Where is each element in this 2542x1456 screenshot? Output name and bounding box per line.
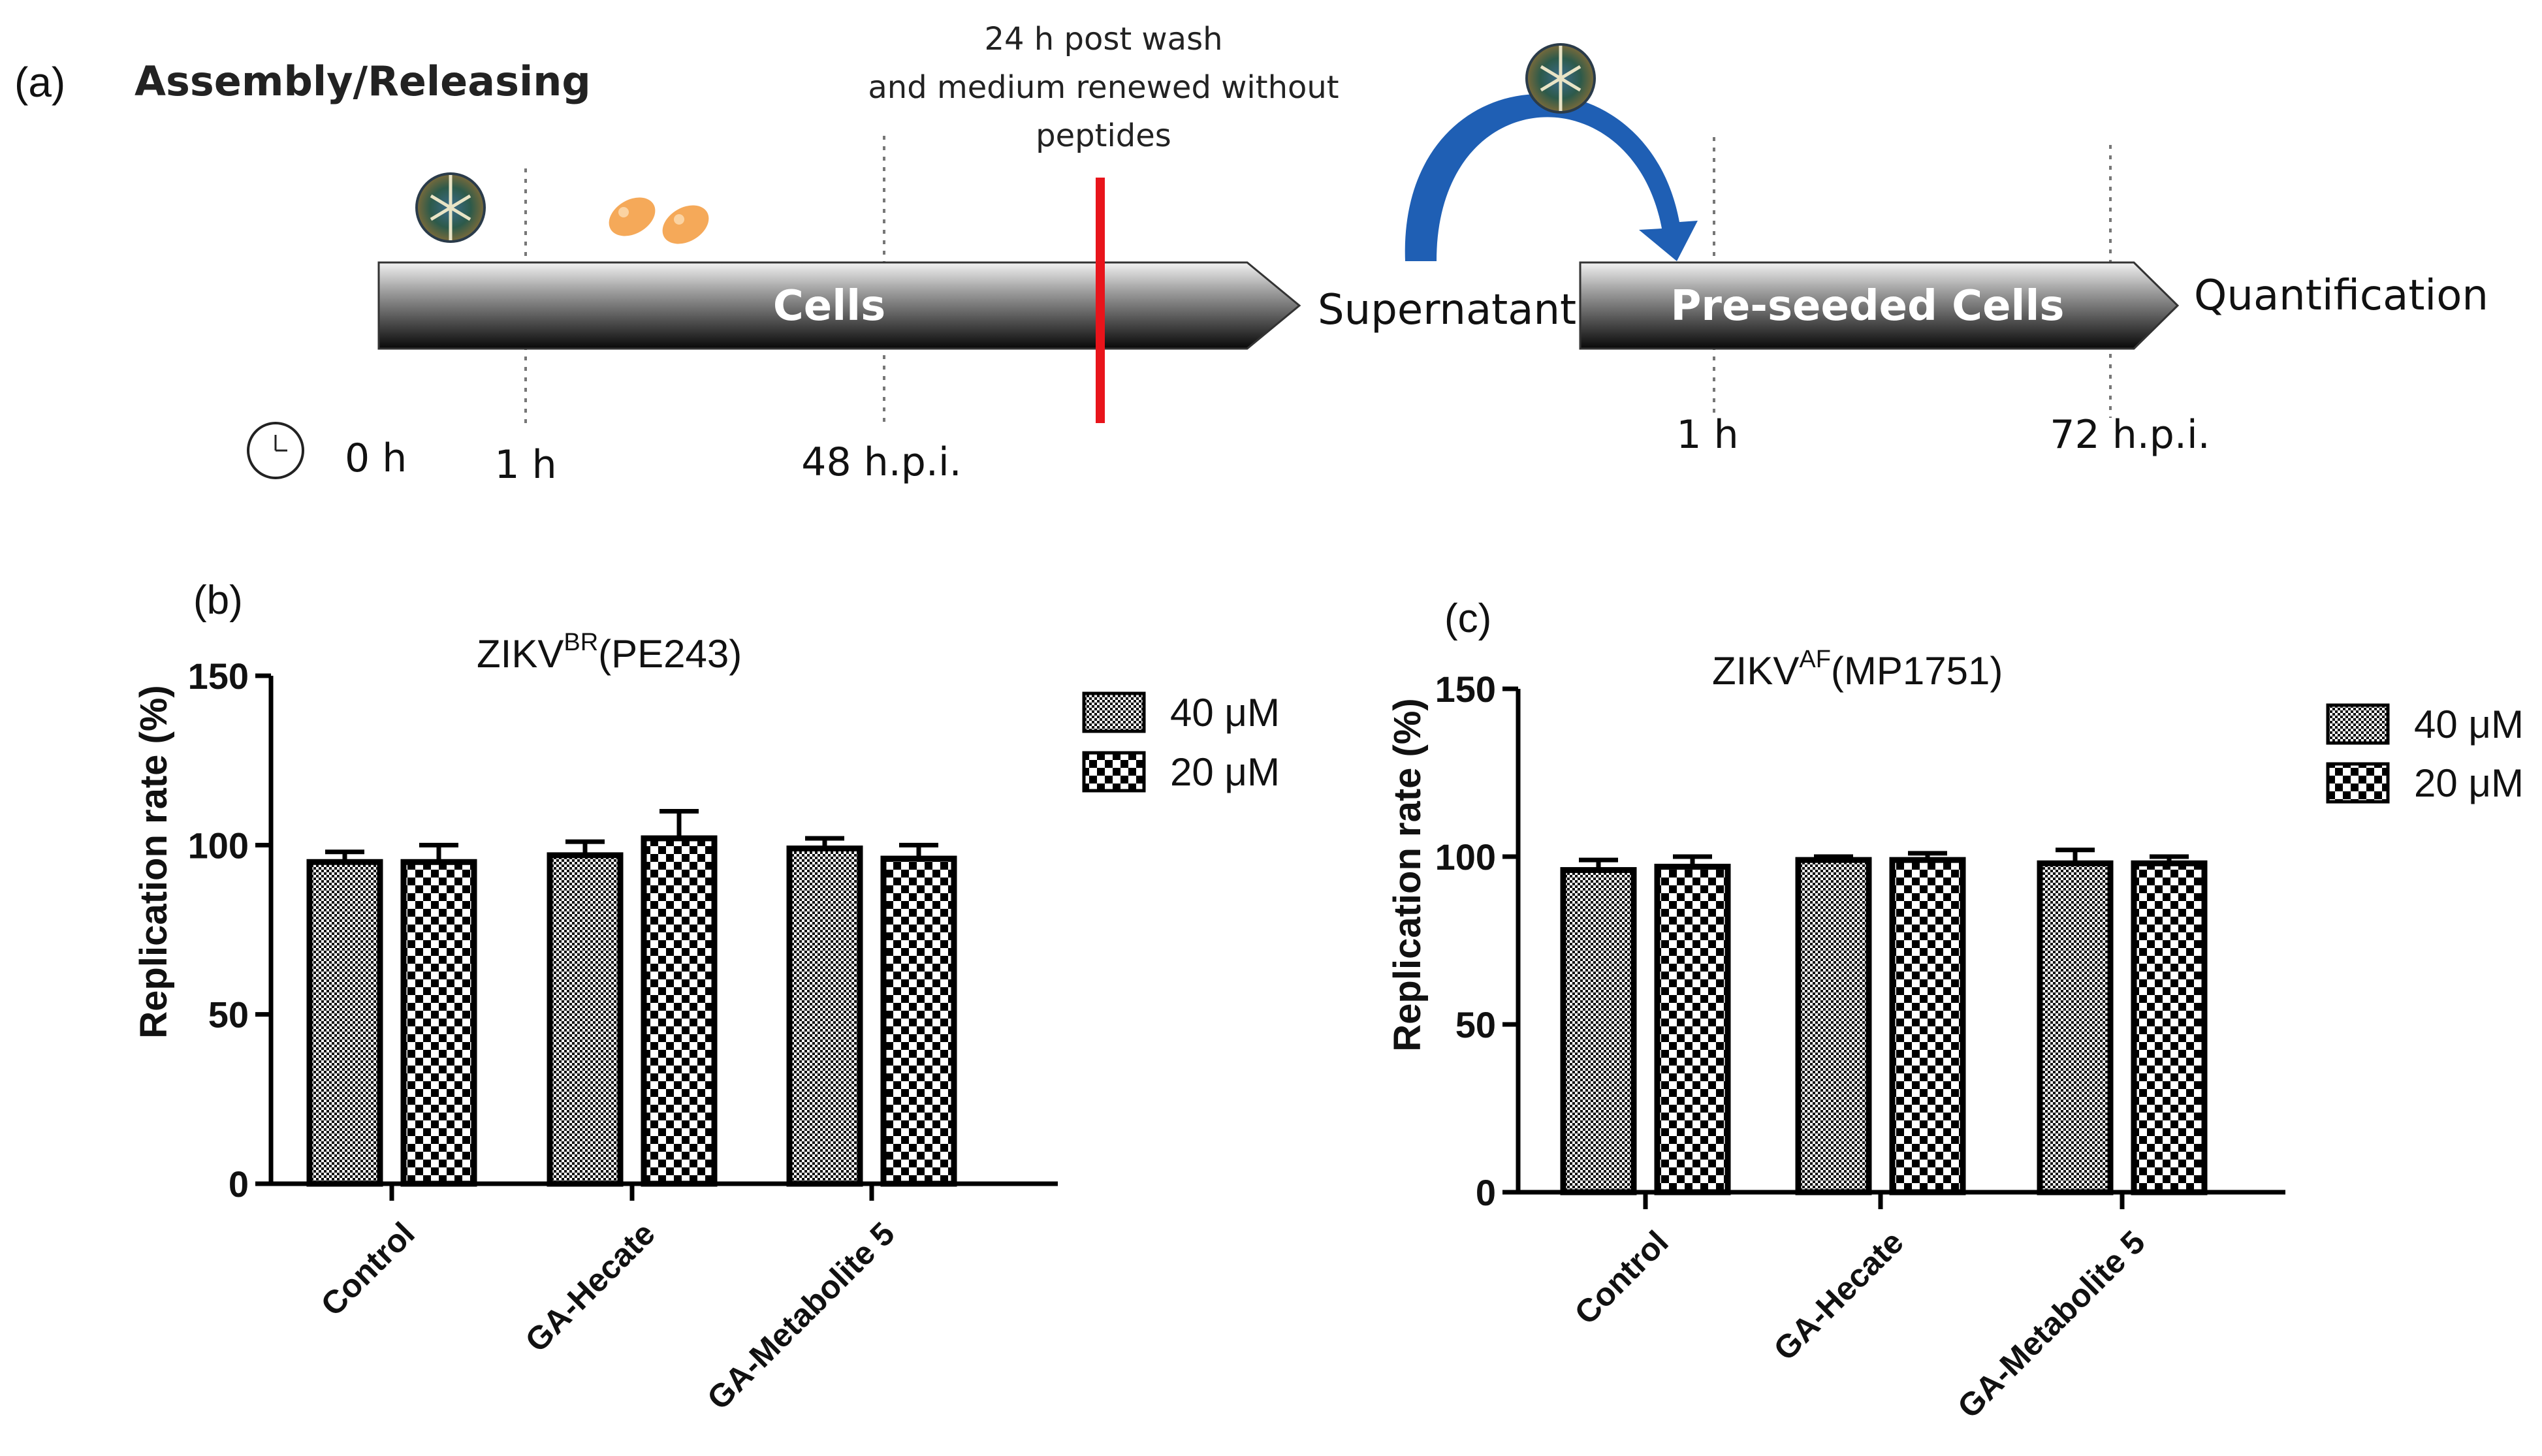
chart-b-title-sup: BR — [564, 629, 598, 656]
wash-note-line-2: and medium renewed without — [868, 69, 1339, 106]
chart-c-legend-label-20: 20 μM — [2414, 761, 2524, 805]
chart-b-category-label-1: GA-Hecate — [518, 1215, 661, 1359]
chart-c-ytick-label-50: 50 — [1455, 1004, 1496, 1045]
chart-c-title-tail: (MP1751) — [1831, 649, 2003, 693]
chart-b-panel-label: (b) — [193, 578, 243, 623]
panel-a-label: (a) — [14, 59, 65, 106]
wash-note-line-3: peptides — [1036, 118, 1171, 154]
chart-c-ytick-label-100: 100 — [1435, 836, 1496, 878]
transfer-arrow-icon — [1405, 94, 1698, 261]
chart-b-legend: 40 μM 20 μM — [1082, 691, 1280, 794]
chart-c-panel-label: (c) — [1444, 596, 1491, 641]
chart-c-legend-swatch-20 — [2326, 762, 2390, 804]
chart-c-category-label-2: GA-Metabolite 5 — [1950, 1224, 2152, 1425]
chart-b-bar-40-0 — [306, 859, 383, 1187]
time-label-1h-b: 1 h — [1676, 412, 1738, 458]
chart-b-ytick-label-150: 150 — [188, 656, 249, 697]
chart-b-legend-swatch-40 — [1082, 691, 1146, 733]
chart-c-bar-20-0 — [1654, 863, 1731, 1195]
chart-b-legend-swatch-20 — [1082, 751, 1146, 793]
time-label-72h: 72 h.p.i. — [2050, 412, 2210, 458]
chart-c-title: ZIKVAF(MP1751) — [1712, 646, 2003, 693]
chart-c-bar-40-1 — [1795, 857, 1872, 1195]
panel-a-title: Assembly/Releasing — [135, 57, 591, 105]
chart-c-title-sup: AF — [1799, 646, 1831, 673]
chart-b-bar-20-0 — [400, 859, 477, 1187]
chart-b-title: ZIKVBR(PE243) — [477, 629, 742, 676]
chart-c-bar-40-0 — [1560, 867, 1637, 1195]
chart-b-ytick-label-50: 50 — [208, 994, 249, 1036]
time-label-1h: 1 h — [494, 442, 556, 488]
chart-b-ylabel: Replication rate (%) — [133, 685, 175, 1038]
chart-b-title-tail: (PE243) — [598, 632, 742, 676]
chart-b-title-main: ZIKV — [477, 632, 564, 676]
preseeded-bar — [1579, 261, 2180, 350]
chart-c-title-main: ZIKV — [1712, 649, 1799, 693]
cells-bar-label: Cells — [773, 282, 885, 330]
chart-c-category-label-1: GA-Hecate — [1766, 1224, 1910, 1367]
preseeded-bar-label: Pre-seeded Cells — [1671, 282, 2065, 330]
chart-c-ytick-label-150: 150 — [1435, 669, 1496, 710]
time-label-0h: 0 h — [345, 435, 407, 481]
chart-b-ytick-label-100: 100 — [188, 825, 249, 866]
chart-b: (b) ZIKVBR(PE243) Replication rate (%) 0… — [133, 578, 1280, 1417]
clock-icon — [247, 422, 304, 479]
time-label-48h: 48 h.p.i. — [801, 439, 961, 485]
chart-b-bar-40-2 — [786, 846, 863, 1187]
panel-a: (a) Assembly/Releasing Cells 24 h post w… — [14, 21, 2488, 488]
virus-particle-icon — [1525, 43, 1596, 114]
chart-c-legend-swatch-40 — [2326, 703, 2390, 745]
chart-c-category-label-0: Control — [1568, 1224, 1676, 1331]
supernatant-label: Supernatant — [1318, 286, 1576, 334]
chart-c-ylabel: Replication rate (%) — [1386, 698, 1429, 1051]
chart-b-category-label-0: Control — [314, 1215, 422, 1323]
chart-c-ytick-label-0: 0 — [1476, 1172, 1496, 1213]
chart-b-bar-40-1 — [547, 852, 624, 1187]
chart-b-ytick-label-0: 0 — [229, 1163, 249, 1205]
chart-c-bar-20-2 — [2131, 860, 2208, 1195]
chart-c-bar-40-2 — [2037, 860, 2114, 1195]
peptide-icon — [609, 197, 709, 244]
quantification-label: Quantification — [2194, 272, 2488, 320]
chart-b-legend-label-40: 40 μM — [1170, 691, 1280, 735]
chart-b-category-label-2: GA-Metabolite 5 — [700, 1215, 902, 1417]
chart-c-legend: 40 μM 20 μM — [2326, 703, 2524, 805]
chart-b-legend-label-20: 20 μM — [1170, 750, 1280, 794]
chart-c: (c) ZIKVAF(MP1751) Replication rate (%) … — [1386, 596, 2524, 1425]
chart-b-bar-20-2 — [880, 855, 957, 1187]
chart-c-legend-label-40: 40 μM — [2414, 703, 2524, 746]
virus-particle-icon — [415, 172, 486, 243]
chart-c-bar-20-1 — [1889, 857, 1966, 1195]
wash-note-line-1: 24 h post wash — [984, 21, 1222, 57]
chart-b-bar-20-1 — [641, 835, 718, 1187]
